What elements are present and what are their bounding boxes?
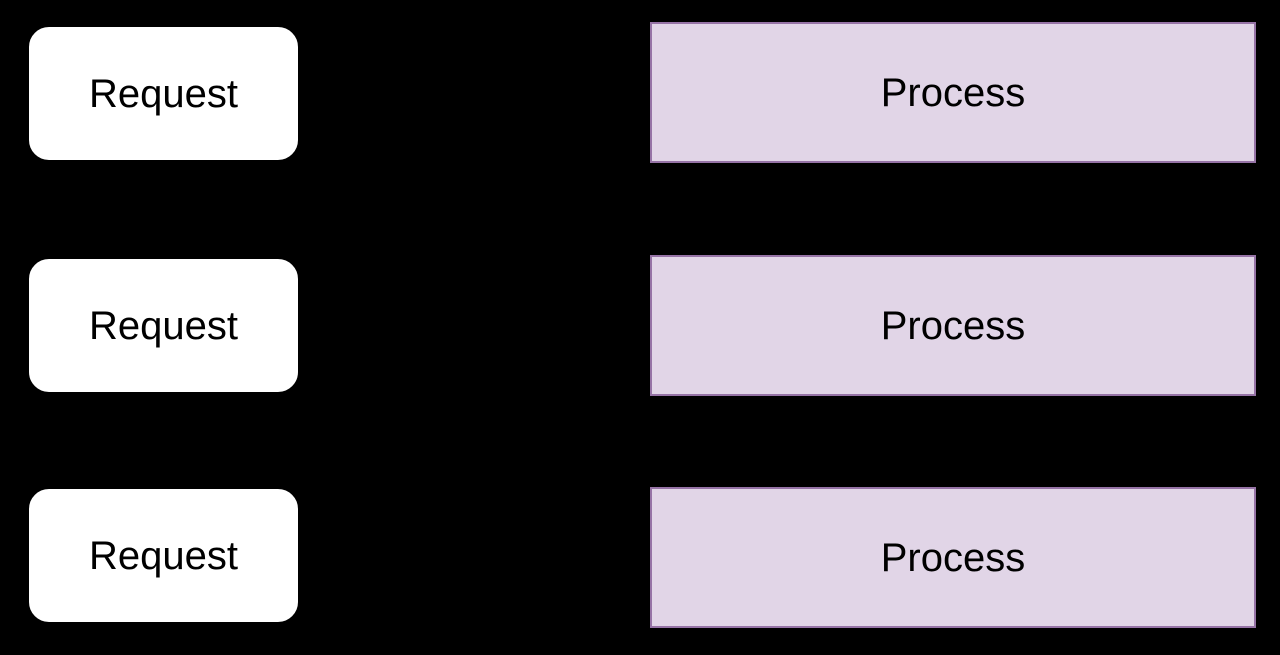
request-node: Request <box>27 25 300 162</box>
process-node: Process <box>650 22 1256 163</box>
process-node: Process <box>650 255 1256 396</box>
process-node: Process <box>650 487 1256 628</box>
request-node: Request <box>27 257 300 394</box>
request-node: Request <box>27 487 300 624</box>
